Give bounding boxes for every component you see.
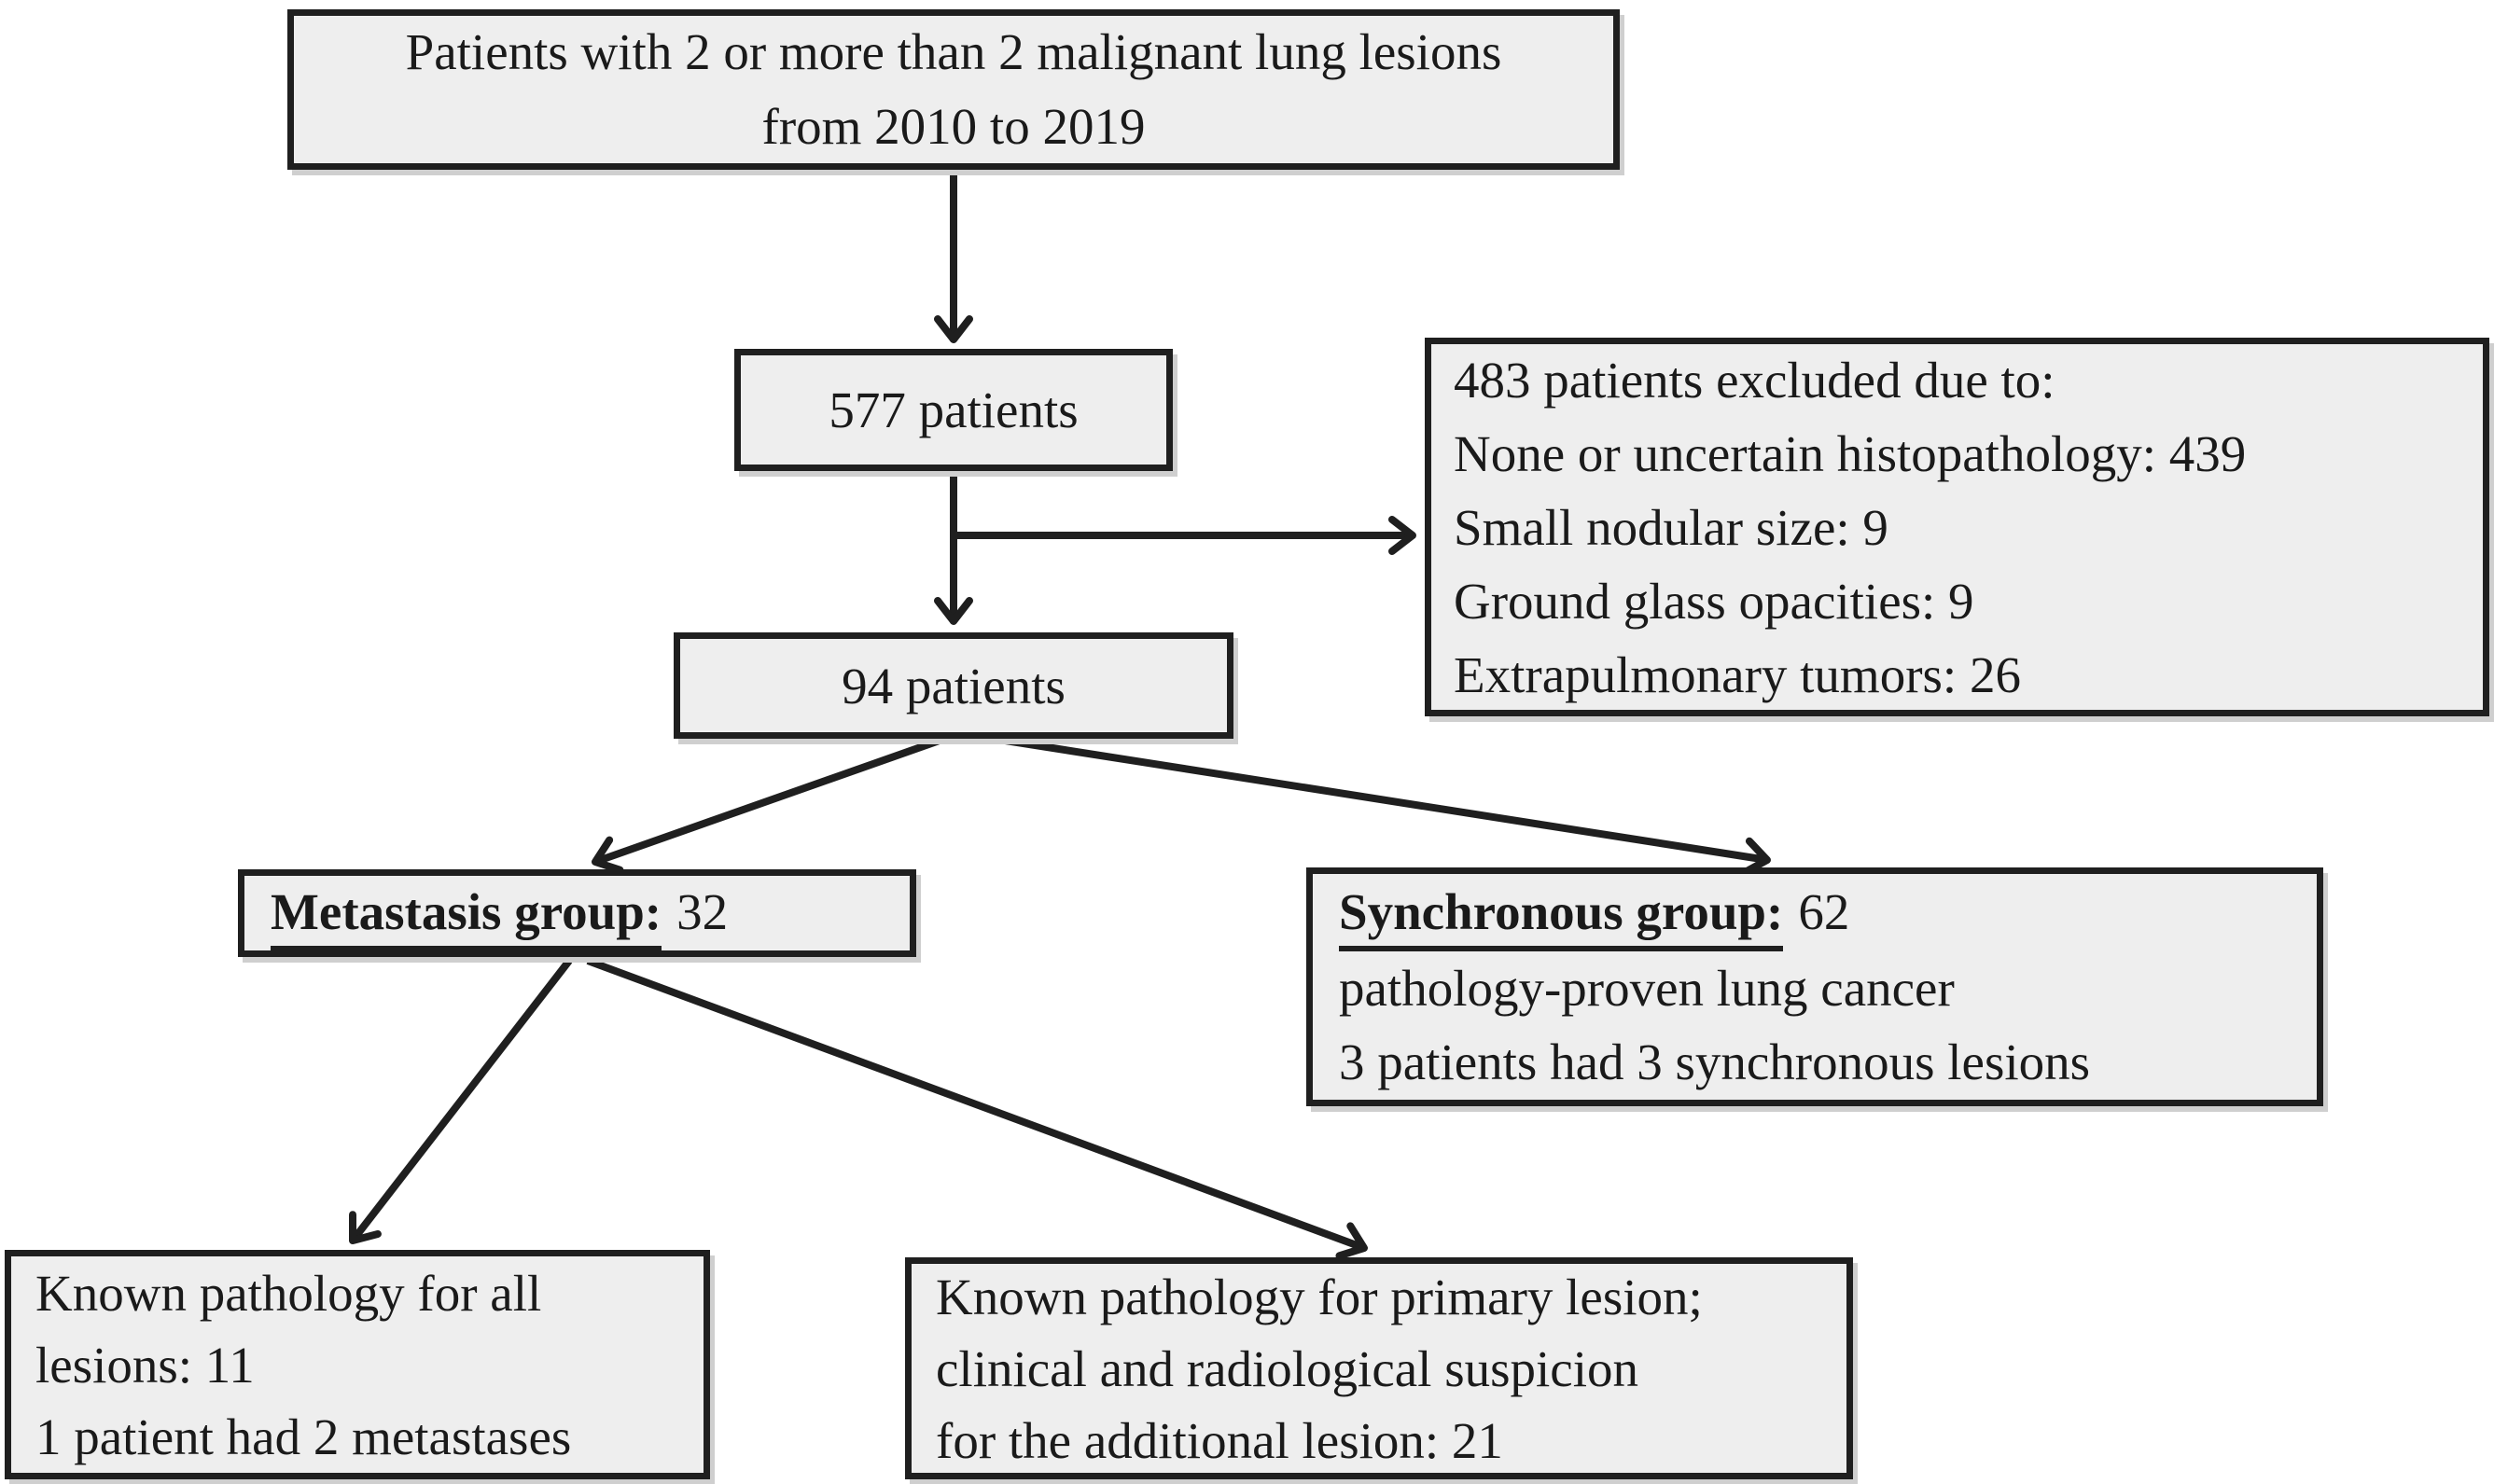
known-primary-line-3: for the additional lesion: 21	[936, 1411, 1503, 1469]
node-source-line-2: from 2010 to 2019	[761, 98, 1146, 155]
node-577-patients-label: 577 patients	[829, 381, 1079, 438]
arrow-metastasis-to-known-all	[349, 958, 573, 1244]
arrow-94-to-synchronous	[981, 733, 1771, 877]
excluded-line-5: Extrapulmonary tumors: 26	[1454, 645, 2021, 703]
known-all-line-3: 1 patient had 2 metastases	[35, 1408, 572, 1465]
excluded-line-4: Ground glass opacities: 9	[1454, 572, 1974, 630]
arrow-metastasis-to-known-primary	[586, 957, 1368, 1260]
arrow-94-to-metastasis	[592, 733, 952, 874]
known-all-line-2: lesions: 11	[35, 1336, 255, 1394]
node-excluded-patients: 483 patients excluded due to: None or un…	[1425, 338, 2489, 716]
metastasis-group-title: Metastasis group:32	[271, 875, 884, 951]
metastasis-group-count: 32	[676, 883, 729, 940]
node-577-patients: 577 patients	[734, 349, 1173, 471]
excluded-line-2: None or uncertain histopathology: 439	[1454, 424, 2247, 482]
node-source-line-1: Patients with 2 or more than 2 malignant…	[405, 23, 1502, 80]
synchronous-line-3: 3 patients had 3 synchronous lesions	[1339, 1033, 2091, 1090]
node-synchronous-group: Synchronous group:62 pathology-proven lu…	[1306, 867, 2323, 1106]
synchronous-group-title: Synchronous group:62	[1339, 875, 2291, 951]
synchronous-group-count: 62	[1798, 883, 1850, 940]
synchronous-group-label: Synchronous group:	[1339, 883, 1784, 951]
known-all-line-1: Known pathology for all	[35, 1264, 542, 1322]
node-94-patients: 94 patients	[674, 632, 1233, 739]
node-94-patients-label: 94 patients	[842, 657, 1066, 714]
known-primary-line-2: clinical and radiological suspicion	[936, 1339, 1638, 1397]
synchronous-line-2: pathology-proven lung cancer	[1339, 960, 1955, 1017]
node-source-population: Patients with 2 or more than 2 malignant…	[287, 9, 1620, 170]
node-metastasis-group: Metastasis group:32	[238, 869, 916, 957]
metastasis-group-label: Metastasis group:	[271, 883, 662, 951]
excluded-line-3: Small nodular size: 9	[1454, 498, 1888, 556]
excluded-line-1: 483 patients excluded due to:	[1454, 351, 2055, 409]
node-known-pathology-primary-lesion: Known pathology for primary lesion; clin…	[905, 1257, 1853, 1479]
node-known-pathology-all-lesions: Known pathology for all lesions: 11 1 pa…	[5, 1250, 710, 1479]
known-primary-line-1: Known pathology for primary lesion;	[936, 1268, 1703, 1325]
